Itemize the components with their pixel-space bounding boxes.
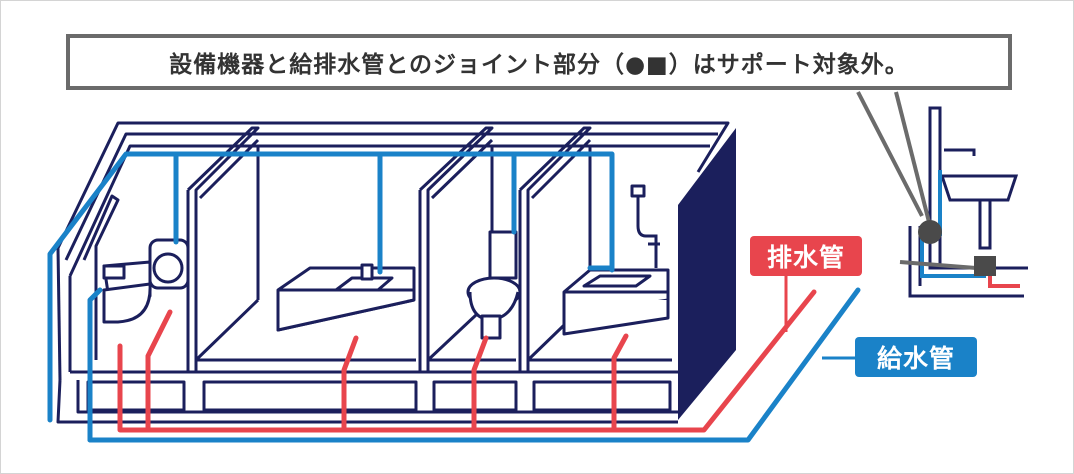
joint-circle-icon [918, 220, 942, 244]
supply-pipe-label: 給水管 [855, 337, 977, 377]
detail-inset [856, 91, 1028, 298]
note-text: 設備機器と給排水管とのジョイント部分（●■）はサポート対象外。 [169, 52, 909, 78]
shower-fitting [636, 196, 660, 268]
drain-pipe-label: 排水管 [750, 236, 862, 276]
joint-square-icon [974, 256, 996, 276]
supply-pipes [47, 151, 861, 443]
building-structure [56, 121, 730, 424]
drain-pipes [117, 289, 817, 433]
support-exclusion-note: 設備機器と給排水管とのジョイント部分（●■）はサポート対象外。 [66, 34, 1012, 90]
fixtures [102, 184, 670, 340]
end-wall [678, 128, 736, 420]
